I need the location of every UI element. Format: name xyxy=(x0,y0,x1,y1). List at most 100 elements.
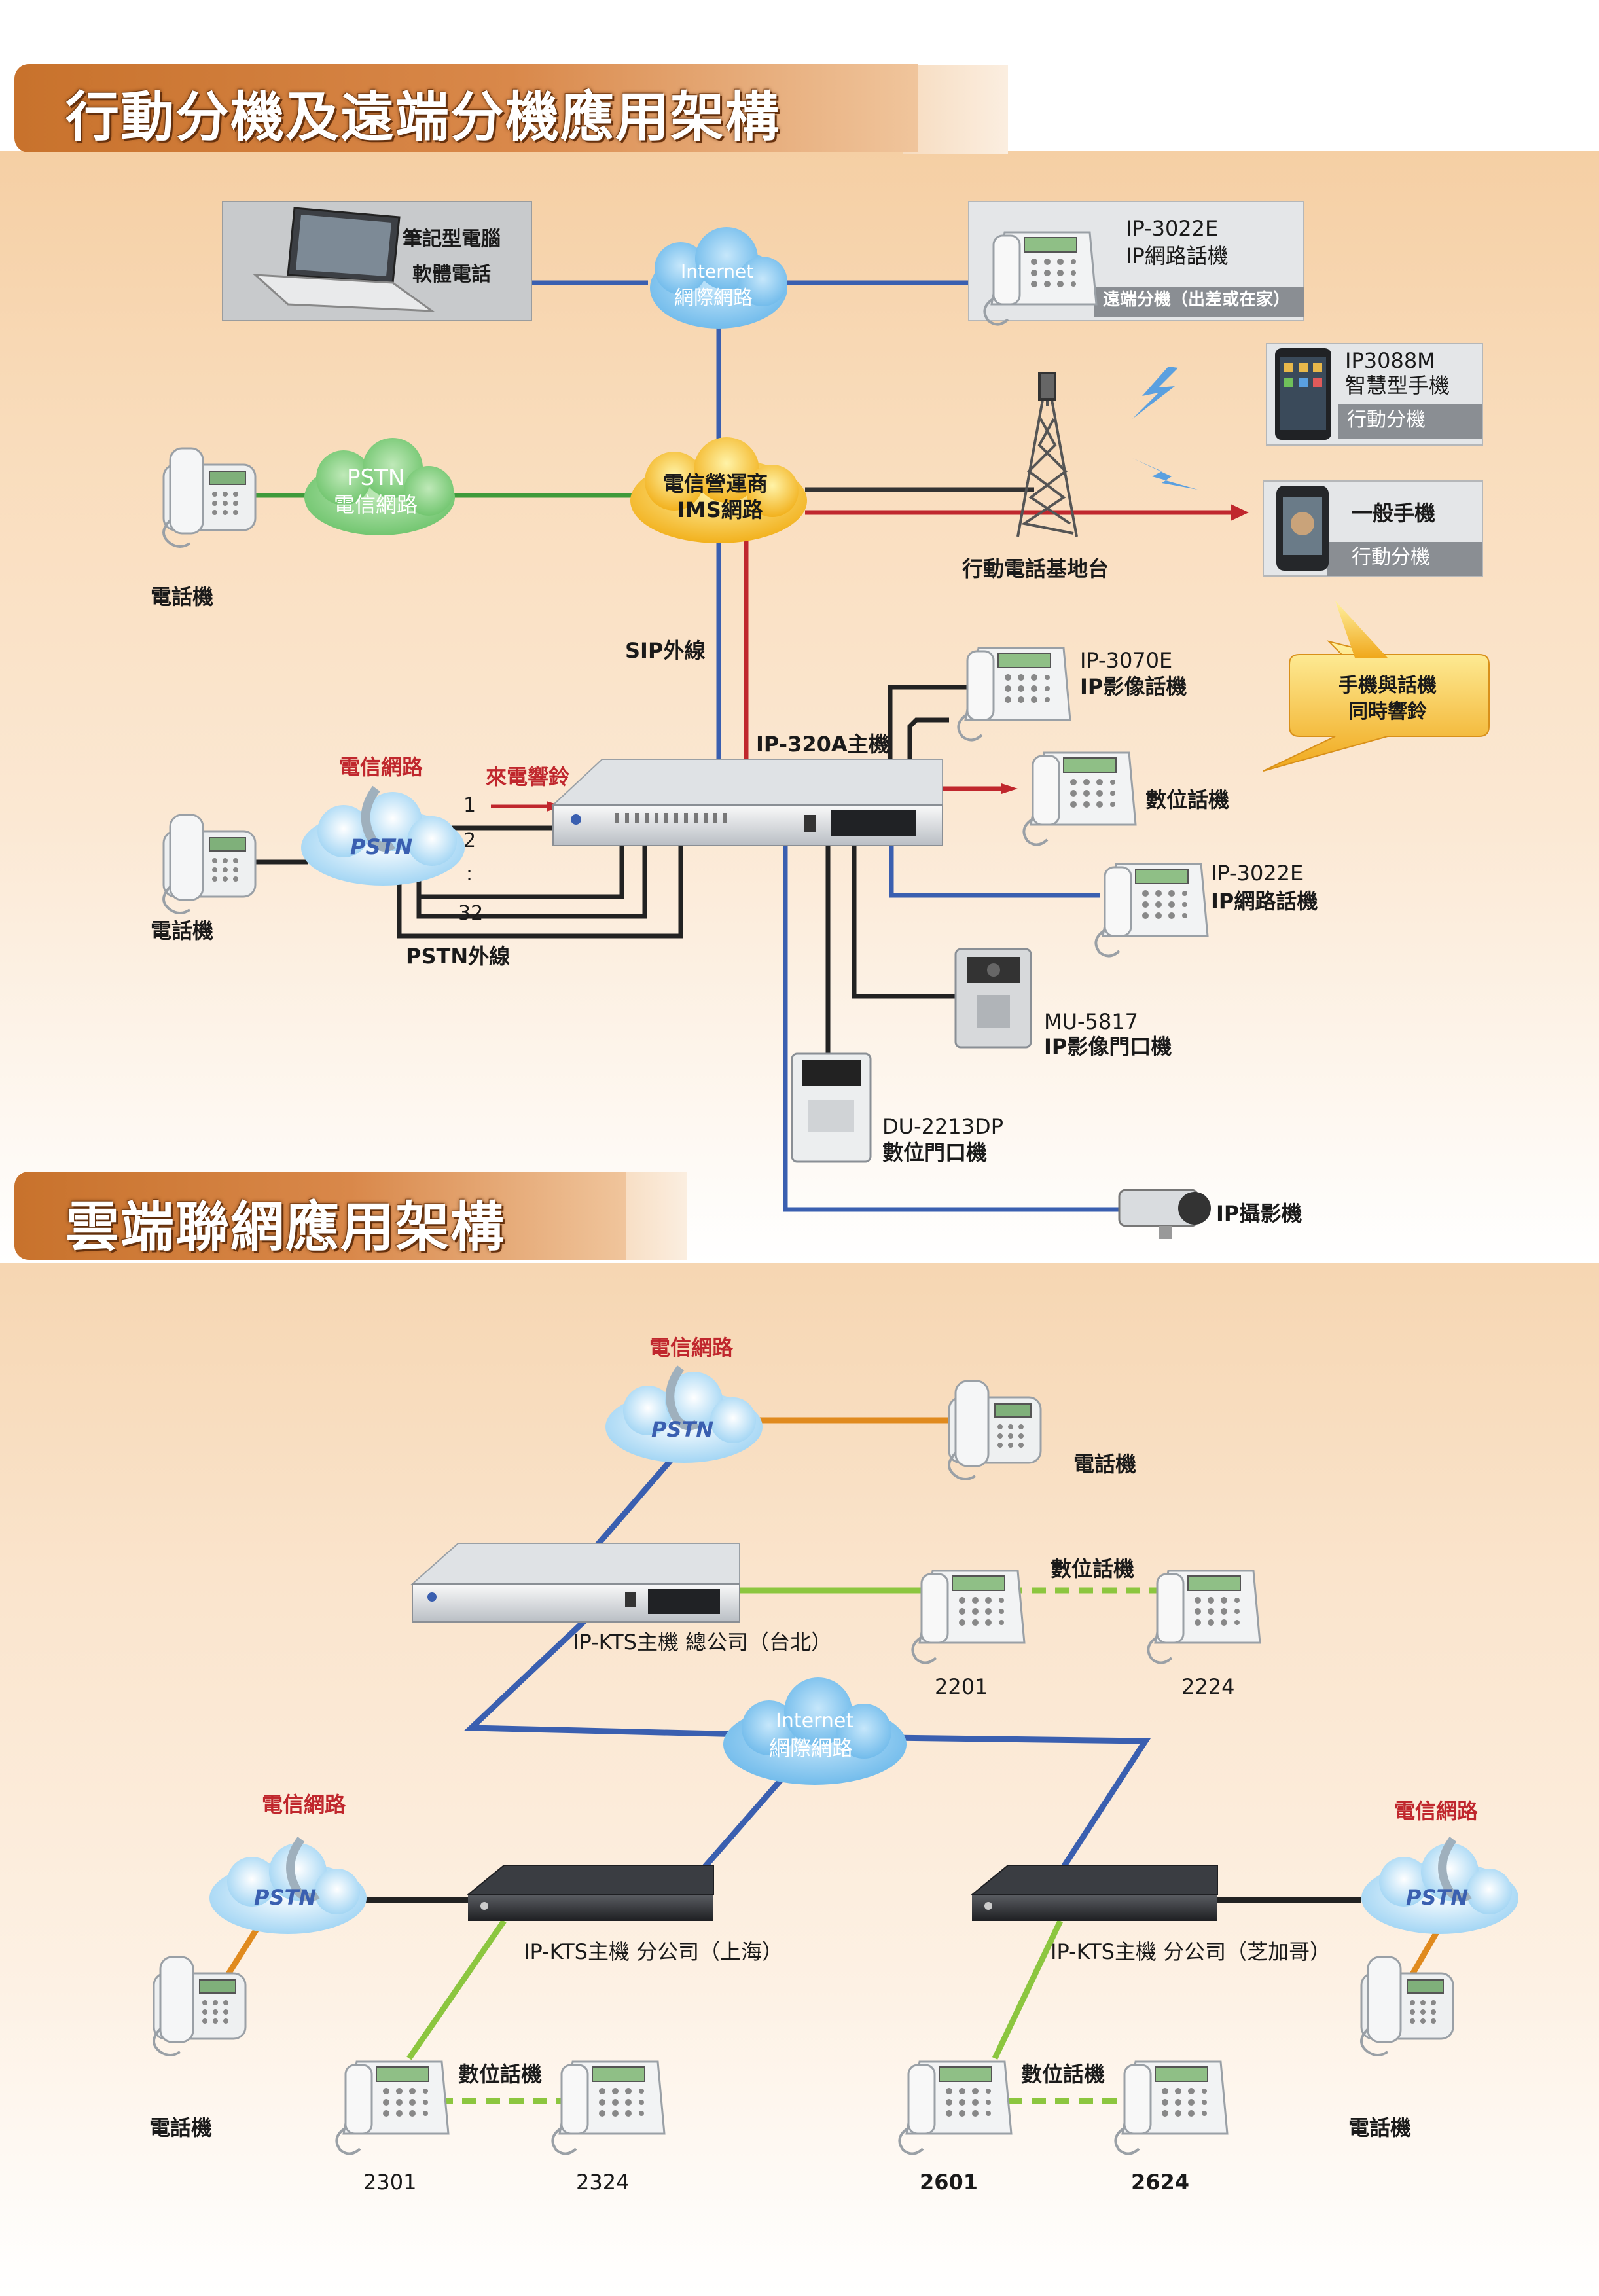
trunk-number-1: 1 xyxy=(463,794,476,817)
hq-telecom-label: 電信網路 xyxy=(649,1335,734,1360)
sh-digital-phone-2324-icon xyxy=(551,2060,666,2155)
internet-cloud-1-zh: 網際網路 xyxy=(674,287,753,310)
sh-digital-phone-2301-icon xyxy=(335,2060,450,2155)
ims-cloud xyxy=(630,437,807,543)
ip3070e-phone-icon xyxy=(957,647,1071,742)
mobile-phone-note: 行動分機 xyxy=(1352,546,1430,569)
mobile-arrowhead xyxy=(1231,504,1249,521)
trunk-number-2: 2 xyxy=(463,829,476,852)
telephone-icon-2 xyxy=(162,814,257,914)
section2-title: 雲端聯網應用架構 xyxy=(65,1196,506,1259)
pstn-trunk-label: PSTN外線 xyxy=(406,944,511,969)
internet-cloud-2-en: Internet xyxy=(776,1710,854,1732)
chi-digital-phone-2624-icon xyxy=(1114,2060,1229,2155)
du2213dp-name: 數位門口機 xyxy=(882,1140,988,1165)
internet-cloud-2 xyxy=(723,1677,907,1785)
main-to-ip3022e-line xyxy=(889,844,1100,898)
mu5817-model: MU-5817 xyxy=(1044,1009,1139,1034)
pstn-cloud-green xyxy=(304,438,455,535)
section1-banner xyxy=(14,64,918,152)
main-to-camera-line xyxy=(783,844,1119,1212)
ip3022e-phone-icon xyxy=(1094,863,1209,958)
ring-callout-line1: 手機與話機 xyxy=(1338,674,1437,697)
trunk-number-dots: : xyxy=(466,863,473,886)
internet-cloud-2-zh: 網際網路 xyxy=(769,1736,853,1761)
ims-cloud-line2: IMS網路 xyxy=(677,497,763,522)
mu5817-name: IP影像門口機 xyxy=(1044,1034,1172,1059)
hq-phone-label: 電話機 xyxy=(1073,1452,1137,1477)
smartphone-note: 行動分機 xyxy=(1347,408,1426,431)
hq-ext-2201: 2201 xyxy=(935,1674,988,1699)
remote-phone-model: IP-3022E xyxy=(1126,216,1219,241)
laptop-label-2: 軟體電話 xyxy=(412,263,491,286)
pstn-cloud-green-en: PSTN xyxy=(347,465,405,491)
main-to-ip3070e-line-2 xyxy=(907,717,949,759)
mobile-phone-name: 一般手機 xyxy=(1352,501,1436,526)
internet-cloud-1 xyxy=(650,227,787,329)
remote-phone-note-bar xyxy=(1094,287,1304,317)
digital-phone-icon xyxy=(1022,751,1137,846)
ip-camera-label: IP攝影機 xyxy=(1216,1201,1303,1226)
hq-ext-2224: 2224 xyxy=(1181,1674,1235,1699)
hq-digital-phone-2201-icon xyxy=(911,1570,1026,1664)
chi-ipkts-unit-icon xyxy=(970,1865,1218,1921)
hq-unit-to-internet-line xyxy=(463,1614,747,1738)
chi-unit-to-digital-line xyxy=(992,1920,1064,2060)
sh-unit-to-digital-line xyxy=(406,1919,507,2060)
sip-trunk-label: SIP外線 xyxy=(625,638,706,663)
mu5817-door-unit-icon xyxy=(954,948,1032,1049)
sh-ext-2301: 2301 xyxy=(363,2170,417,2195)
telecom-network-label: 電信網路 xyxy=(339,755,423,780)
base-station-tower-icon xyxy=(1016,372,1078,537)
trunk-number-32: 32 xyxy=(458,902,484,925)
ip3070e-model: IP-3070E xyxy=(1080,648,1173,673)
hq-pstn-to-unit-line xyxy=(586,1454,677,1556)
sh-ipkts-unit-icon xyxy=(466,1865,714,1921)
mobile-phone-icon xyxy=(1276,486,1329,571)
section1-banner-tail xyxy=(903,65,1008,154)
chi-ext-2601: 2601 xyxy=(920,2170,979,2195)
du2213dp-model: DU-2213DP xyxy=(882,1114,1003,1139)
pstn-trunk-32-line xyxy=(397,844,683,939)
smartphone-model: IP3088M xyxy=(1345,348,1435,373)
ims-cloud-line1: 電信營運商 xyxy=(663,471,768,496)
telephone-icon-1 xyxy=(162,447,257,548)
chi-pstn-cloud xyxy=(1361,1837,1518,1934)
hq-pstn-label: PSTN xyxy=(651,1417,714,1442)
remote-phone-name: IP網路話機 xyxy=(1126,243,1229,268)
pstn-cloud-blue xyxy=(301,785,465,886)
section2-banner-tail xyxy=(615,1172,687,1260)
telephone-label-2: 電話機 xyxy=(151,918,214,943)
chi-telephone-icon xyxy=(1360,1956,1454,2056)
telephone-label-1: 電話機 xyxy=(151,584,214,609)
chi-unit-label: IP-KTS主機 分公司（芝加哥） xyxy=(1051,1939,1331,1964)
ring-callout-bubble xyxy=(1263,640,1490,772)
hq-unit-label: IP-KTS主機 總公司（台北） xyxy=(573,1630,833,1655)
hq-ipkts-unit-icon xyxy=(410,1543,740,1623)
section1-title: 行動分機及遠端分機應用架構 xyxy=(65,86,781,149)
signal-bolt-2 xyxy=(1132,458,1198,490)
sh-unit-label: IP-KTS主機 分公司（上海） xyxy=(524,1939,783,1964)
ip-camera-icon xyxy=(1118,1189,1211,1239)
pstn-cloud-green-zh: 電信網路 xyxy=(334,492,418,517)
digital-arrowhead xyxy=(1001,783,1018,794)
ip320a-main-unit-icon xyxy=(551,759,943,846)
smartphone-icon xyxy=(1275,348,1331,440)
main-unit-label: IP-320A主機 xyxy=(756,732,889,757)
smartphone-name: 智慧型手機 xyxy=(1345,373,1450,398)
base-station-label: 行動電話基地台 xyxy=(962,556,1109,581)
ip3070e-name: IP影像話機 xyxy=(1080,674,1187,699)
main-to-ip3070e-line xyxy=(888,685,969,759)
chi-phone-label: 電話機 xyxy=(1348,2115,1412,2140)
section2-banner xyxy=(14,1172,626,1260)
sh-telecom-label: 電信網路 xyxy=(262,1792,346,1817)
sh-ext-2324: 2324 xyxy=(576,2170,630,2195)
remote-phone-note: 遠端分機（出差或在家） xyxy=(1103,290,1291,310)
internet-cloud-1-en: Internet xyxy=(681,260,754,282)
sh-digital-label: 數位話機 xyxy=(458,2062,543,2087)
chi-ext-2624: 2624 xyxy=(1131,2170,1190,2195)
signal-bolt-1 xyxy=(1132,367,1178,419)
incoming-ring-label: 來電響鈴 xyxy=(486,764,570,789)
ip3022e-name: IP網路話機 xyxy=(1211,889,1318,914)
